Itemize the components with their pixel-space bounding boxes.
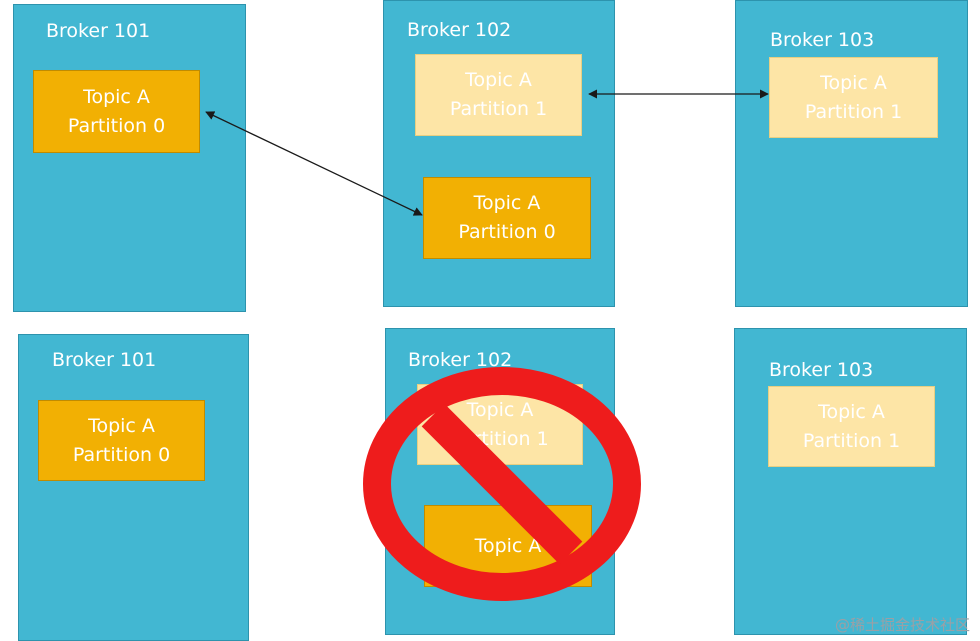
broker-title: Broker 102 [408,349,513,371]
broker-title: Broker 101 [52,349,157,371]
broker-title: Broker 103 [769,359,874,381]
partition-box-leader: Topic A Partition 0 [38,400,205,481]
broker-title: Broker 101 [46,20,151,42]
partition-box-replica: Topic A Partition 1 [769,57,938,138]
broker-101-bottom: Broker 101 Topic A Partition 0 [18,334,249,641]
partition-topic-label: Topic A [88,414,155,437]
partition-box-leader: Topic A Partition 0 [33,70,200,153]
partition-number-label: Partition 0 [67,114,166,137]
partition-topic-label: Topic A [83,85,150,108]
broker-103-top: Broker 103 Topic A Partition 1 [735,0,968,307]
partition-topic-label: Topic A [474,534,542,557]
partition-topic-label: Topic A [818,400,885,423]
partition-number-label: Partition 1 [449,98,548,120]
broker-102-top: Broker 102 Topic A Partition 1 Topic A P… [383,0,615,307]
partition-number-label: Partition 1 [804,100,903,123]
replication-arrow-partition-0 [205,111,423,216]
partition-number-label: Partition 0 [458,221,556,243]
partition-box-replica: Topic A Partition 1 [415,54,582,136]
partition-box-replica: Topic A Partition 1 [768,386,935,467]
partition-topic-label: Topic A [466,398,534,421]
broker-103-bottom: Broker 103 Topic A Partition 1 [734,328,967,635]
watermark-text: @稀土掘金技术社区 [834,616,970,634]
no-symbol-icon [363,367,641,601]
partition-topic-label: Topic A [465,69,532,91]
partition-number-label: Partition 1 [802,429,901,452]
partition-topic-label: Topic A [820,71,887,94]
partition-box-leader: Topic A Partition 0 [423,177,591,259]
broker-title: Broker 102 [407,19,512,41]
broker-title: Broker 103 [770,29,875,51]
partition-topic-label: Topic A [473,192,541,214]
partition-number-label: Partition 0 [72,443,171,466]
